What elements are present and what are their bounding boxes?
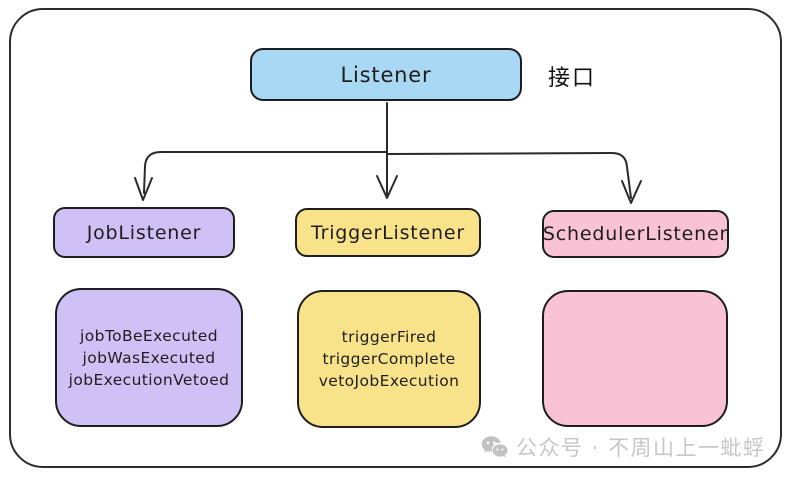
method-name: jobToBeExecuted bbox=[80, 326, 218, 345]
schedulerlistener-methods-box bbox=[542, 290, 728, 427]
triggerlistener-label: TriggerListener bbox=[311, 221, 465, 244]
watermark-text: 公众号 · 不周山上一蚍蜉 bbox=[516, 436, 766, 460]
joblistener-methods-box: jobToBeExecuted jobWasExecuted jobExecut… bbox=[55, 288, 243, 427]
interface-annotation: 接口 bbox=[548, 66, 597, 91]
method-name: triggerFired bbox=[341, 328, 437, 346]
joblistener-label: JobListener bbox=[86, 221, 202, 244]
listener-interface-label: Listener bbox=[340, 62, 432, 87]
triggerlistener-methods-box: triggerFired triggerComplete vetoJobExec… bbox=[297, 290, 481, 428]
triggerlistener-box: TriggerListener bbox=[295, 208, 481, 257]
method-name: jobExecutionVetoed bbox=[68, 370, 230, 389]
schedulerlistener-box: SchedulerListener bbox=[542, 210, 729, 258]
method-name: jobWasExecuted bbox=[82, 348, 216, 367]
method-name: vetoJobExecution bbox=[318, 372, 460, 390]
schedulerlistener-label: SchedulerListener bbox=[542, 223, 729, 245]
method-name: triggerComplete bbox=[322, 350, 456, 368]
listener-interface-box: Listener bbox=[250, 48, 522, 101]
watermark: 公众号 · 不周山上一蚍蜉 bbox=[481, 432, 766, 462]
joblistener-box: JobListener bbox=[53, 207, 235, 258]
wechat-icon bbox=[481, 435, 508, 457]
